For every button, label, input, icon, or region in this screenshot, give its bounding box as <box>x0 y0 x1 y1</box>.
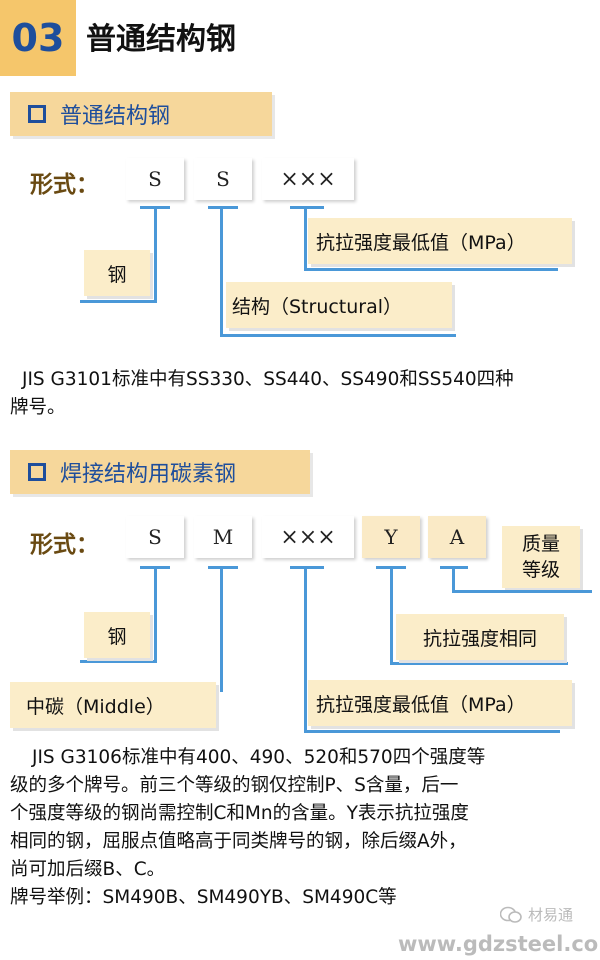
paragraph-line: JIS G3101标准中有SS330、SS440、SS490和SS540四种 <box>22 369 514 390</box>
label-quality-line: 等级 <box>521 559 560 581</box>
connector <box>220 566 223 692</box>
code-box-y: Y <box>362 516 420 558</box>
connector <box>154 566 157 662</box>
connector <box>290 566 324 569</box>
connector <box>80 660 157 663</box>
connector <box>80 300 157 303</box>
connector <box>304 730 560 733</box>
code-box-s2: S <box>194 158 252 200</box>
connector <box>208 566 238 569</box>
paragraph-1: JIS G3101标准中有SS330、SS440、SS490和SS540四种 牌… <box>10 366 595 422</box>
code-box-strength: ××× <box>262 158 354 200</box>
label-steel: 钢 <box>84 250 150 296</box>
connector <box>304 566 307 732</box>
code-box-strength: ××× <box>262 516 354 558</box>
connector <box>304 206 307 270</box>
square-bullet-icon <box>28 105 46 123</box>
paragraph-line: 尚可加后缀B、C。 <box>10 859 166 880</box>
code-box-a: A <box>428 516 486 558</box>
connector <box>390 662 568 665</box>
code-box-s: S <box>126 516 184 558</box>
label-quality-line: 质量 <box>521 533 560 555</box>
label-steel: 钢 <box>84 612 150 658</box>
section-heading-2: 焊接结构用碳素钢 <box>10 450 310 494</box>
code-box-m: M <box>194 516 252 558</box>
paragraph-line: JIS G3106标准中有400、490、520和570四个强度等 <box>32 747 486 768</box>
watermark-logo: 材易通 <box>500 904 573 925</box>
section-title: 普通结构钢 <box>60 104 171 129</box>
label-quality-grade: 质量 等级 <box>502 526 580 588</box>
connector <box>220 206 223 336</box>
paragraph-line: 牌号举例：SM490B、SM490YB、SM490C等 <box>10 887 397 908</box>
section-number: 03 <box>0 0 76 76</box>
label-min-strength: 抗拉强度最低值（MPa） <box>308 218 572 264</box>
paragraph-line: 相同的钢，屈服点值略高于同类牌号的钢，除后缀A外， <box>10 831 467 852</box>
wechat-icon <box>500 906 522 923</box>
connector <box>452 590 592 593</box>
connector <box>452 566 455 592</box>
connector <box>304 268 558 271</box>
label-middle: 中碳（Middle） <box>10 682 216 728</box>
section-title: 焊接结构用碳素钢 <box>60 462 237 487</box>
watermark-url: www.gdzsteel.com <box>398 932 600 956</box>
label-min-strength: 抗拉强度最低值（MPa） <box>308 680 572 726</box>
connector <box>208 206 238 209</box>
connector <box>220 334 456 337</box>
connector <box>290 206 324 209</box>
connector <box>154 206 157 302</box>
connector <box>390 566 393 664</box>
page-title: 普通结构钢 <box>86 22 236 57</box>
code-box-s1: S <box>126 158 184 200</box>
label-structural: 结构（Structural） <box>226 282 452 328</box>
paragraph-2: JIS G3106标准中有400、490、520和570四个强度等 级的多个牌号… <box>10 744 595 912</box>
watermark-text: 材易通 <box>528 906 574 924</box>
square-bullet-icon <box>28 463 46 481</box>
paragraph-line: 级的多个牌号。前三个等级的钢仅控制P、S含量，后一 <box>10 775 459 796</box>
label-same-strength: 抗拉强度相同 <box>396 614 564 660</box>
form-label: 形式： <box>30 172 99 198</box>
form-label: 形式： <box>30 532 99 558</box>
paragraph-line: 牌号。 <box>10 397 66 418</box>
paragraph-line: 个强度等级的钢尚需控制C和Mn的含量。Y表示抗拉强度 <box>10 803 469 824</box>
section-heading-1: 普通结构钢 <box>10 92 272 136</box>
